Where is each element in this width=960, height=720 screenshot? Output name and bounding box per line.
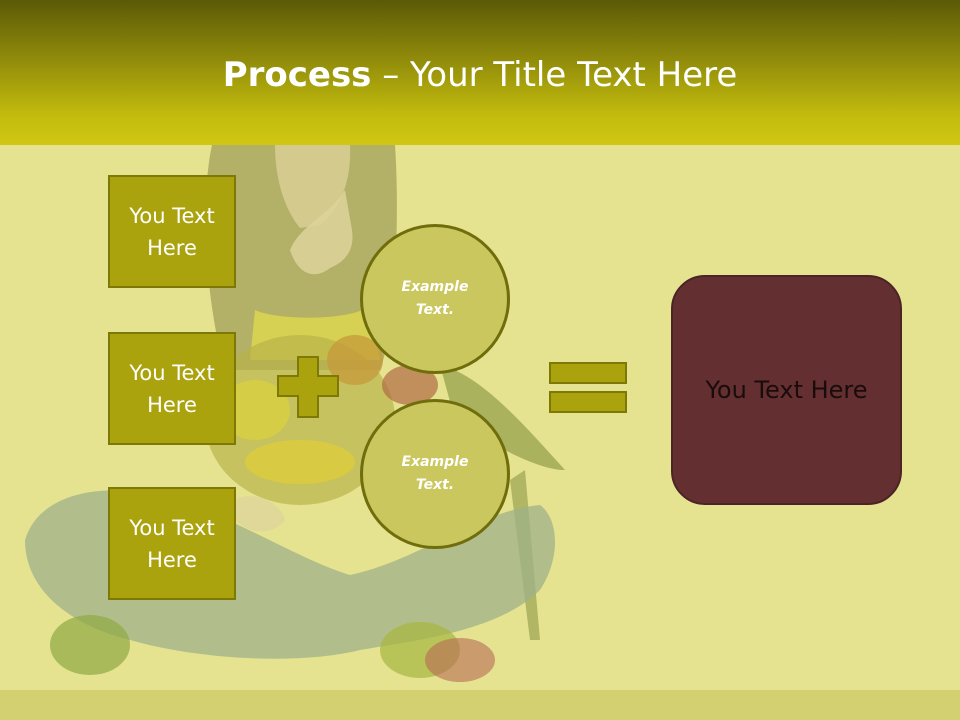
example-circle-2[interactable]: Example Text.: [360, 399, 510, 549]
example-circle-1[interactable]: Example Text.: [360, 224, 510, 374]
text-box-1[interactable]: You Text Here: [108, 175, 236, 288]
result-box[interactable]: You Text Here: [671, 275, 902, 505]
title-rest: – Your Title Text Here: [371, 55, 738, 95]
slide-title: Process – Your Title Text Here: [0, 52, 960, 98]
text-box-2[interactable]: You Text Here: [108, 332, 236, 445]
text-box-3[interactable]: You Text Here: [108, 487, 236, 600]
title-bold: Process: [222, 55, 372, 95]
header-bar: [0, 0, 960, 145]
